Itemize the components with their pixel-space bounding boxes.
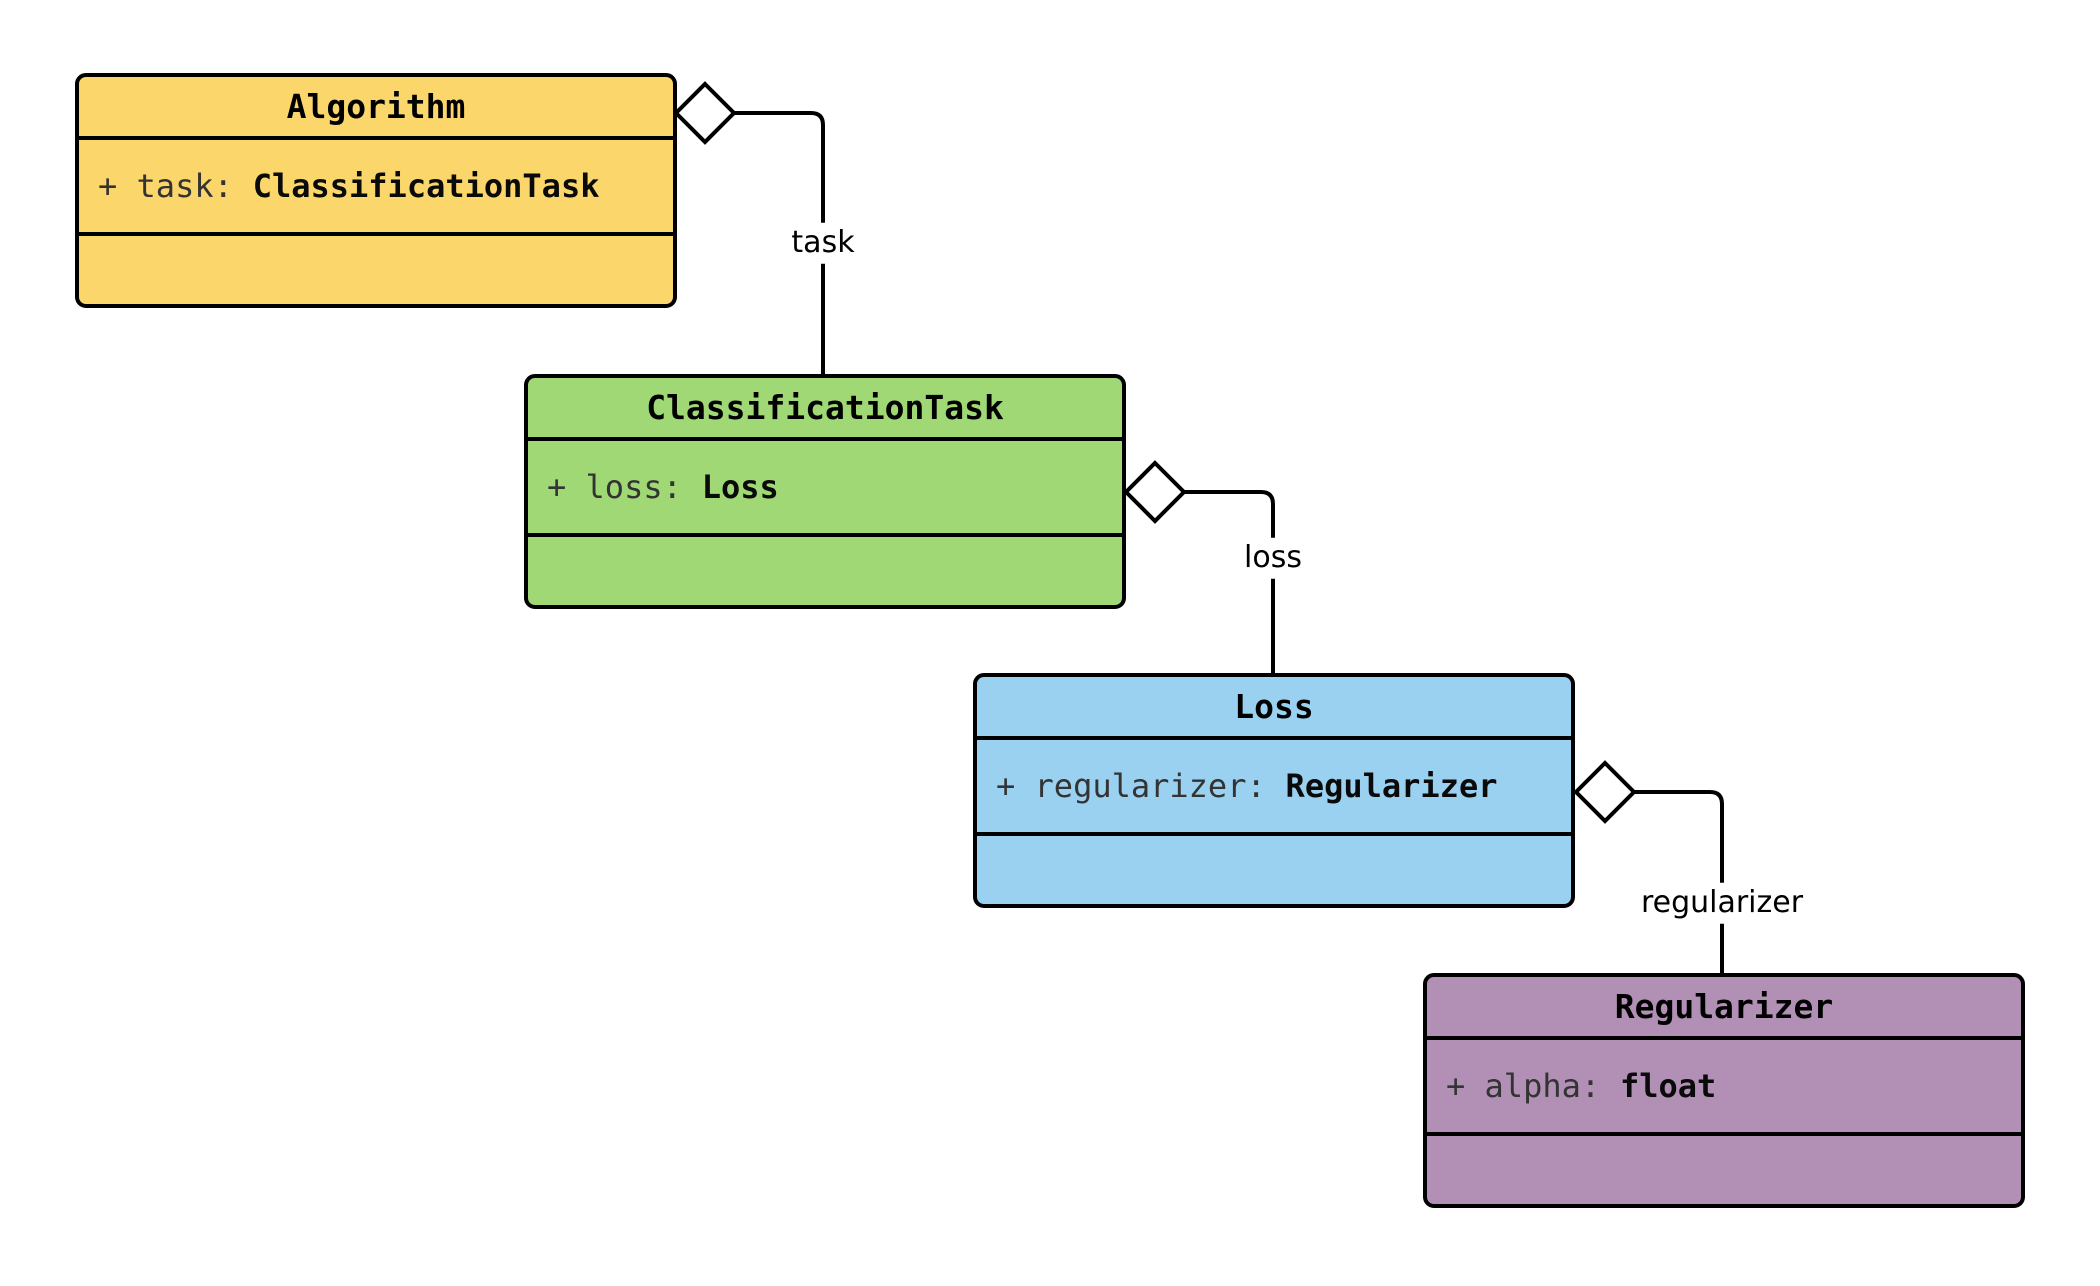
association-label-loss: loss [1235,537,1311,579]
association-label-regularizer: regularizer [1631,882,1813,924]
class-methods-empty [528,537,1122,605]
attribute-name: + alpha: [1446,1067,1601,1105]
class-node-algorithm[interactable]: Algorithm + task: ClassificationTask [75,73,677,308]
attribute-name: + loss: [547,468,682,506]
class-methods-empty [1427,1136,2021,1204]
attribute-type: ClassificationTask [252,167,600,205]
association-line-task [734,111,825,374]
class-attributes: + alpha: float [1427,1040,2021,1136]
attribute-type: Regularizer [1285,767,1498,805]
class-title: Algorithm [79,77,673,140]
class-node-loss[interactable]: Loss + regularizer: Regularizer [973,673,1575,908]
class-node-regularizer[interactable]: Regularizer + alpha: float [1423,973,2025,1208]
class-methods-empty [79,236,673,304]
association-line-loss [1184,490,1275,673]
attribute-type: float [1619,1067,1717,1105]
class-node-classificationtask[interactable]: ClassificationTask + loss: Loss [524,374,1126,609]
aggregation-diamond-loss [1123,460,1187,524]
class-attributes: + loss: Loss [528,441,1122,537]
association-line-regularizer [1634,790,1724,973]
class-attributes: + task: ClassificationTask [79,140,673,236]
class-title: Loss [977,677,1571,740]
attribute-name: + regularizer: [996,767,1266,805]
class-methods-empty [977,836,1571,904]
attribute-name: + task: [98,167,233,205]
aggregation-diamond-task [673,81,737,145]
aggregation-diamond-regularizer [1573,760,1637,824]
class-attributes: + regularizer: Regularizer [977,740,1571,836]
class-title: Regularizer [1427,977,2021,1040]
association-label-task: task [782,222,864,264]
attribute-type: Loss [701,468,779,506]
class-title: ClassificationTask [528,378,1122,441]
